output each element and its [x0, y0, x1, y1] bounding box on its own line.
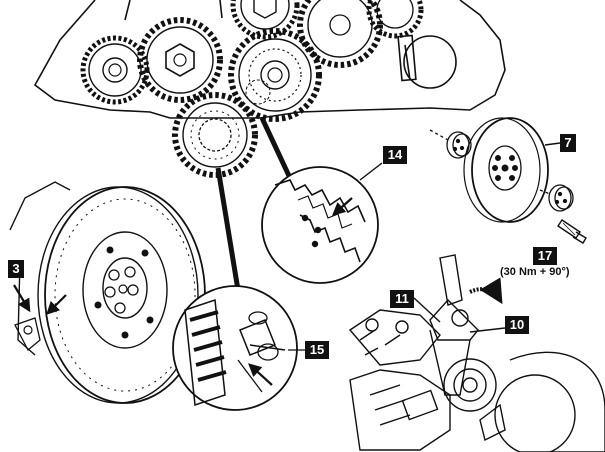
arrow-icon — [248, 363, 273, 386]
arrow-icon — [13, 284, 31, 313]
flywheel-part-3 — [9, 181, 206, 404]
callout-11: 11 — [390, 290, 414, 308]
arrow-icon — [332, 197, 353, 216]
engine-block-outline — [33, 0, 506, 119]
callout-14: 14 — [383, 146, 407, 164]
gear-top — [230, 0, 300, 40]
callout-3: 3 — [8, 260, 24, 278]
gear-hex-nut — [137, 17, 223, 103]
bolt-part-17 — [557, 219, 587, 244]
rotation-direction-icon — [469, 277, 503, 305]
detail-15-circle — [172, 285, 305, 411]
detail-leader-lines — [215, 116, 293, 291]
gear-crank — [172, 92, 258, 178]
gear-left — [80, 35, 150, 105]
detail-14-circle — [261, 162, 383, 284]
gear-center — [228, 28, 322, 122]
callout-10: 10 — [505, 316, 529, 334]
gear-right — [366, 0, 424, 39]
callout-15: 15 — [305, 341, 329, 359]
washer-plates — [429, 129, 574, 212]
torque-note: (30 Nm + 90°) — [500, 266, 570, 278]
camshaft-tool-assembly — [348, 254, 605, 452]
gear-train — [80, 0, 424, 178]
callout-17: 17 — [533, 247, 557, 265]
arrow-icon — [46, 294, 67, 315]
flywheel-part-7 — [463, 117, 549, 223]
callout-7: 7 — [560, 134, 576, 152]
